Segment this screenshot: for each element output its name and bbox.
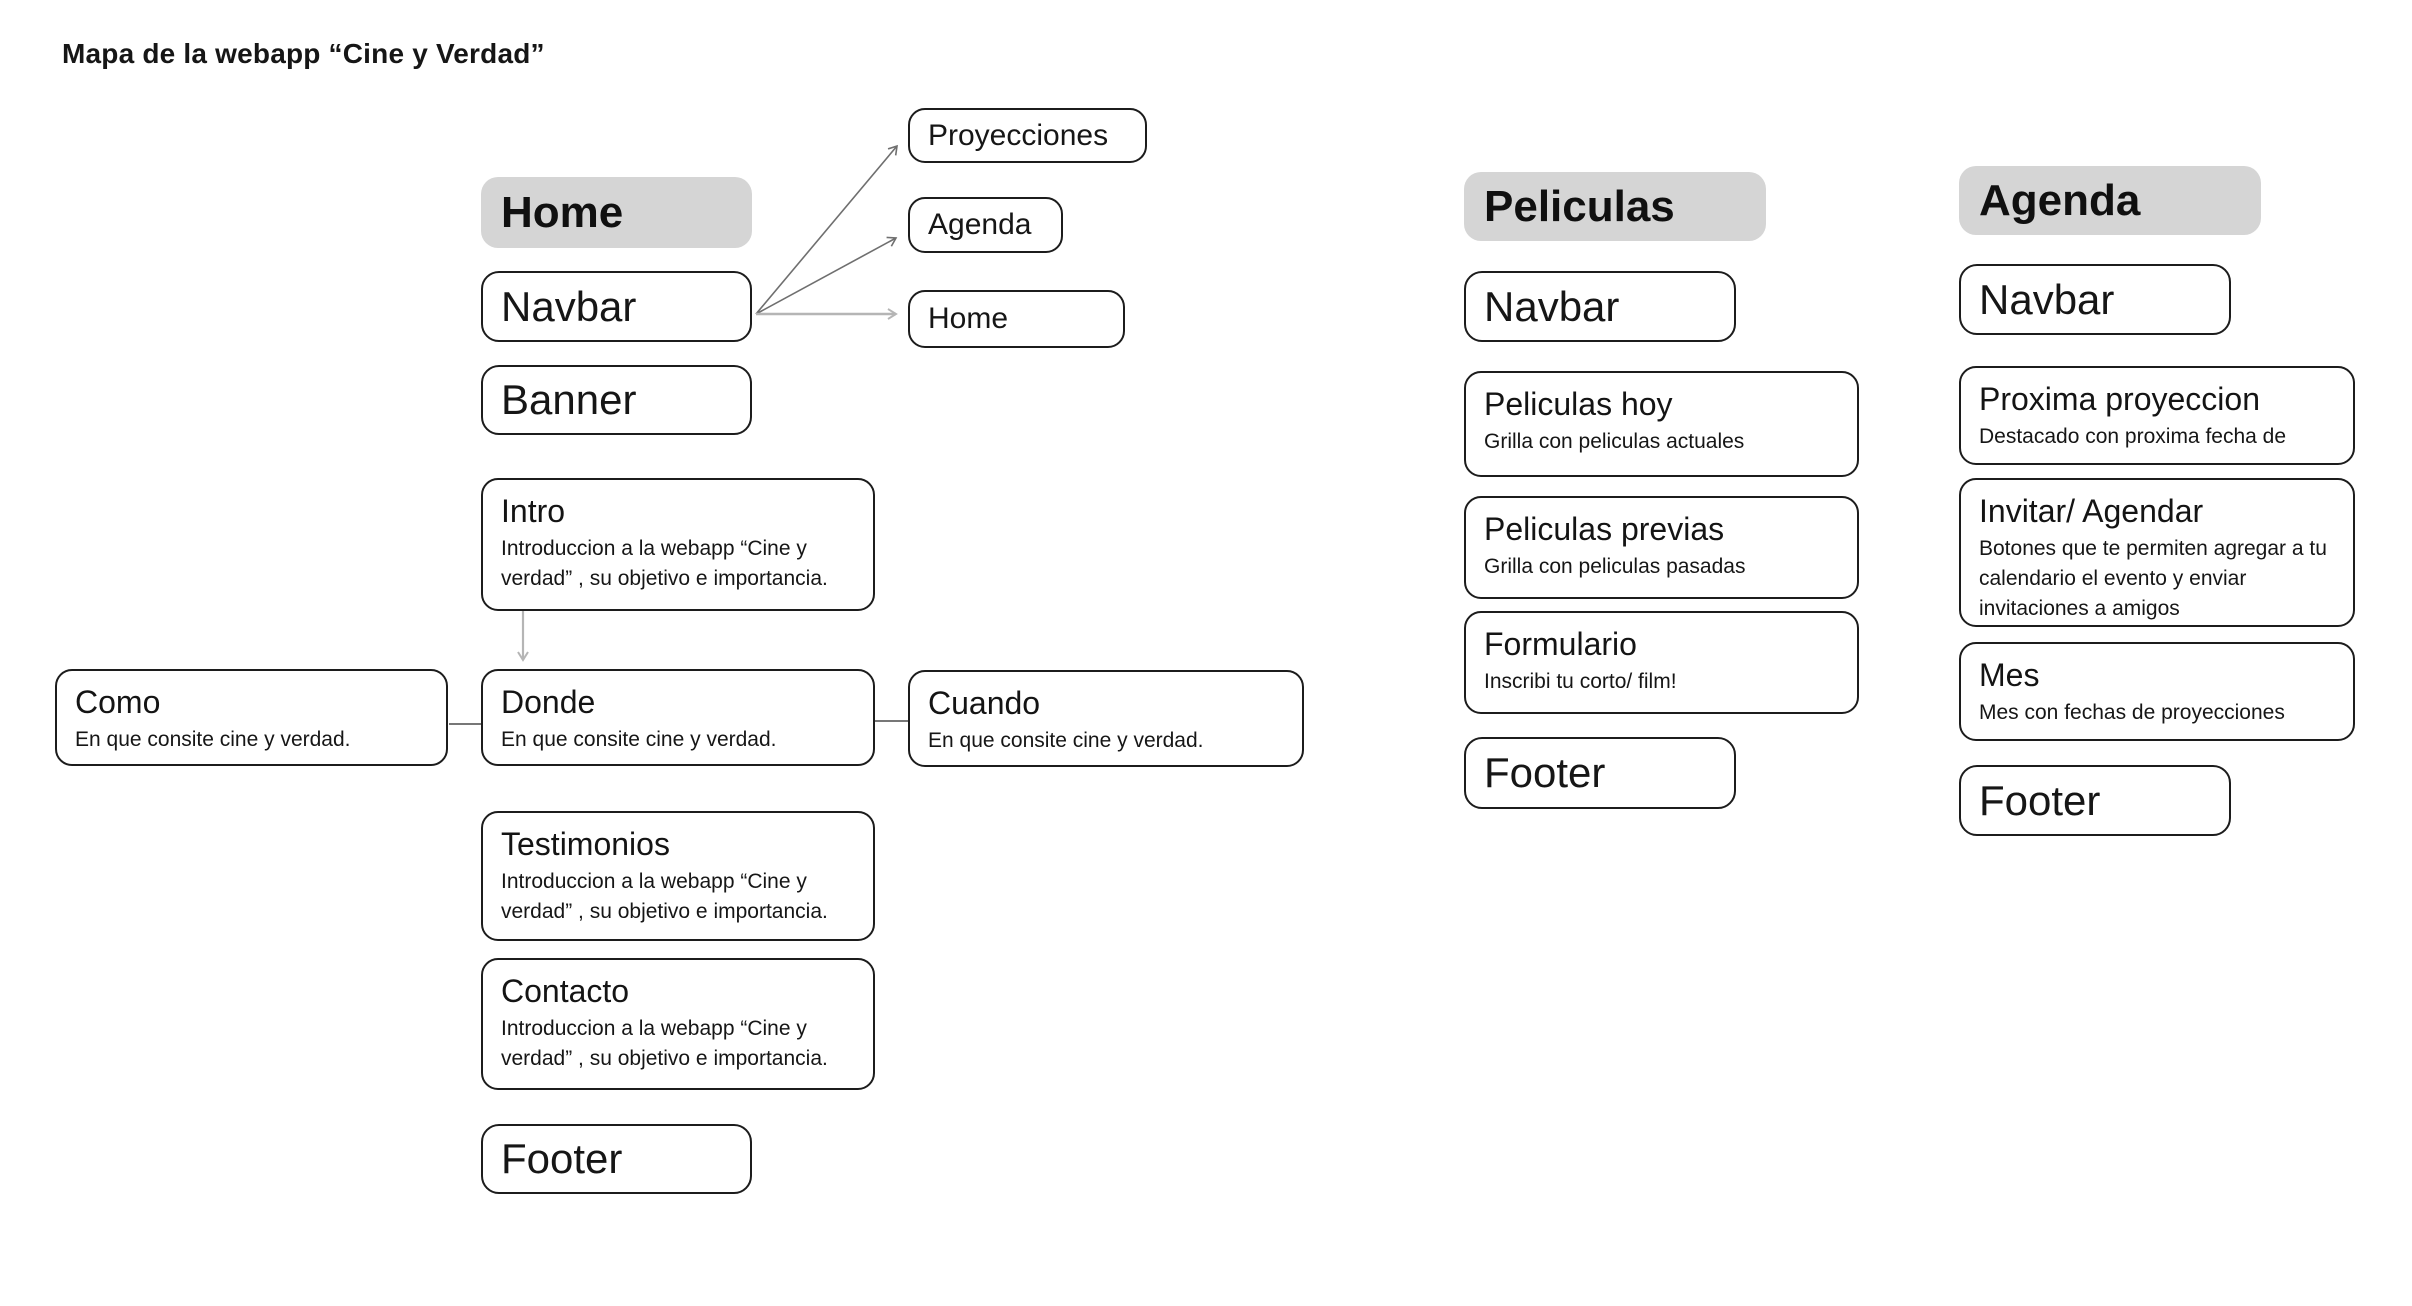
home-contacto-node: Contacto Introduccion a la webapp “Cine … [481,958,875,1090]
home-footer-label: Footer [501,1135,623,1182]
home-como-body: En que consite cine y verdad. [75,728,351,751]
home-testimonios-title: Testimonios [501,826,670,862]
peliculas-hoy-node: Peliculas hoy Grilla con peliculas actua… [1464,371,1859,477]
peliculas-navbar-node: Navbar [1464,271,1736,342]
home-column-header: Home [481,177,752,248]
peliculas-previas-node: Peliculas previas Grilla con peliculas p… [1464,496,1859,599]
home-donde-title: Donde [501,684,596,720]
home-como-title: Como [75,684,161,720]
home-navbar-label: Navbar [501,282,637,330]
peliculas-column-header: Peliculas [1464,172,1766,241]
agenda-proxima-node: Proxima proyeccion Destacado con proxima… [1959,366,2355,465]
agenda-invitar-node: Invitar/ Agendar Botones que te permiten… [1959,478,2355,627]
edge-navbar-to-agenda [755,236,898,315]
home-contacto-body: Introduccion a la webapp “Cine y verdad”… [501,1017,828,1071]
home-banner-label: Banner [501,376,637,423]
agenda-mes-node: Mes Mes con fechas de proyecciones [1959,642,2355,741]
navlink-home-label: Home [928,302,1009,335]
agenda-invitar-body: Botones que te permiten agregar a tu cal… [1979,537,2327,621]
home-como-node: Como En que consite cine y verdad. [55,669,448,766]
peliculas-hoy-title: Peliculas hoy [1484,386,1673,422]
home-cuando-node: Cuando En que consite cine y verdad. [908,670,1304,767]
home-testimonios-node: Testimonios Introduccion a la webapp “Ci… [481,811,875,941]
peliculas-navbar-label: Navbar [1484,282,1620,330]
home-cuando-title: Cuando [928,685,1041,721]
agenda-navbar-node: Navbar [1959,264,2231,335]
home-footer-node: Footer [481,1124,752,1194]
navlink-proyecciones-node: Proyecciones [908,108,1147,163]
navlink-agenda-node: Agenda [908,197,1063,253]
home-intro-body: Introduccion a la webapp “Cine y verdad”… [501,537,828,591]
navlink-home-node: Home [908,290,1125,348]
navlink-proyecciones-label: Proyecciones [928,118,1109,152]
home-column-header-label: Home [501,187,624,237]
agenda-column-header: Agenda [1959,166,2261,235]
peliculas-hoy-body: Grilla con peliculas actuales [1484,430,1745,453]
peliculas-previas-body: Grilla con peliculas pasadas [1484,555,1746,578]
page-title: Mapa de la webapp “Cine y Verdad” [62,38,545,69]
navlink-agenda-label: Agenda [928,208,1032,241]
agenda-invitar-title: Invitar/ Agendar [1979,493,2204,529]
home-intro-title: Intro [501,493,566,529]
home-cuando-body: En que consite cine y verdad. [928,729,1204,752]
home-donde-body: En que consite cine y verdad. [501,728,777,751]
agenda-navbar-label: Navbar [1979,275,2115,323]
agenda-footer-label: Footer [1979,776,2101,824]
home-contacto-title: Contacto [501,973,630,1009]
peliculas-formulario-title: Formulario [1484,626,1637,662]
agenda-mes-body: Mes con fechas de proyecciones [1979,701,2285,724]
home-donde-node: Donde En que consite cine y verdad. [481,669,875,766]
home-navbar-node: Navbar [481,271,752,342]
home-intro-node: Intro Introduccion a la webapp “Cine y v… [481,478,875,611]
peliculas-footer-label: Footer [1484,749,1606,796]
agenda-proxima-title: Proxima proyeccion [1979,381,2260,417]
peliculas-footer-node: Footer [1464,737,1736,809]
agenda-footer-node: Footer [1959,765,2231,836]
peliculas-previas-title: Peliculas previas [1484,511,1725,547]
home-banner-node: Banner [481,365,752,435]
agenda-proxima-body: Destacado con proxima fecha de [1979,425,2287,448]
agenda-mes-title: Mes [1979,657,2040,693]
peliculas-column-header-label: Peliculas [1484,181,1675,231]
peliculas-formulario-node: Formulario Inscribi tu corto/ film! [1464,611,1859,714]
edge-navbar-to-proyecciones [755,144,898,315]
home-testimonios-body: Introduccion a la webapp “Cine y verdad”… [501,870,828,924]
peliculas-formulario-body: Inscribi tu corto/ film! [1484,670,1677,693]
agenda-column-header-label: Agenda [1979,175,2141,225]
